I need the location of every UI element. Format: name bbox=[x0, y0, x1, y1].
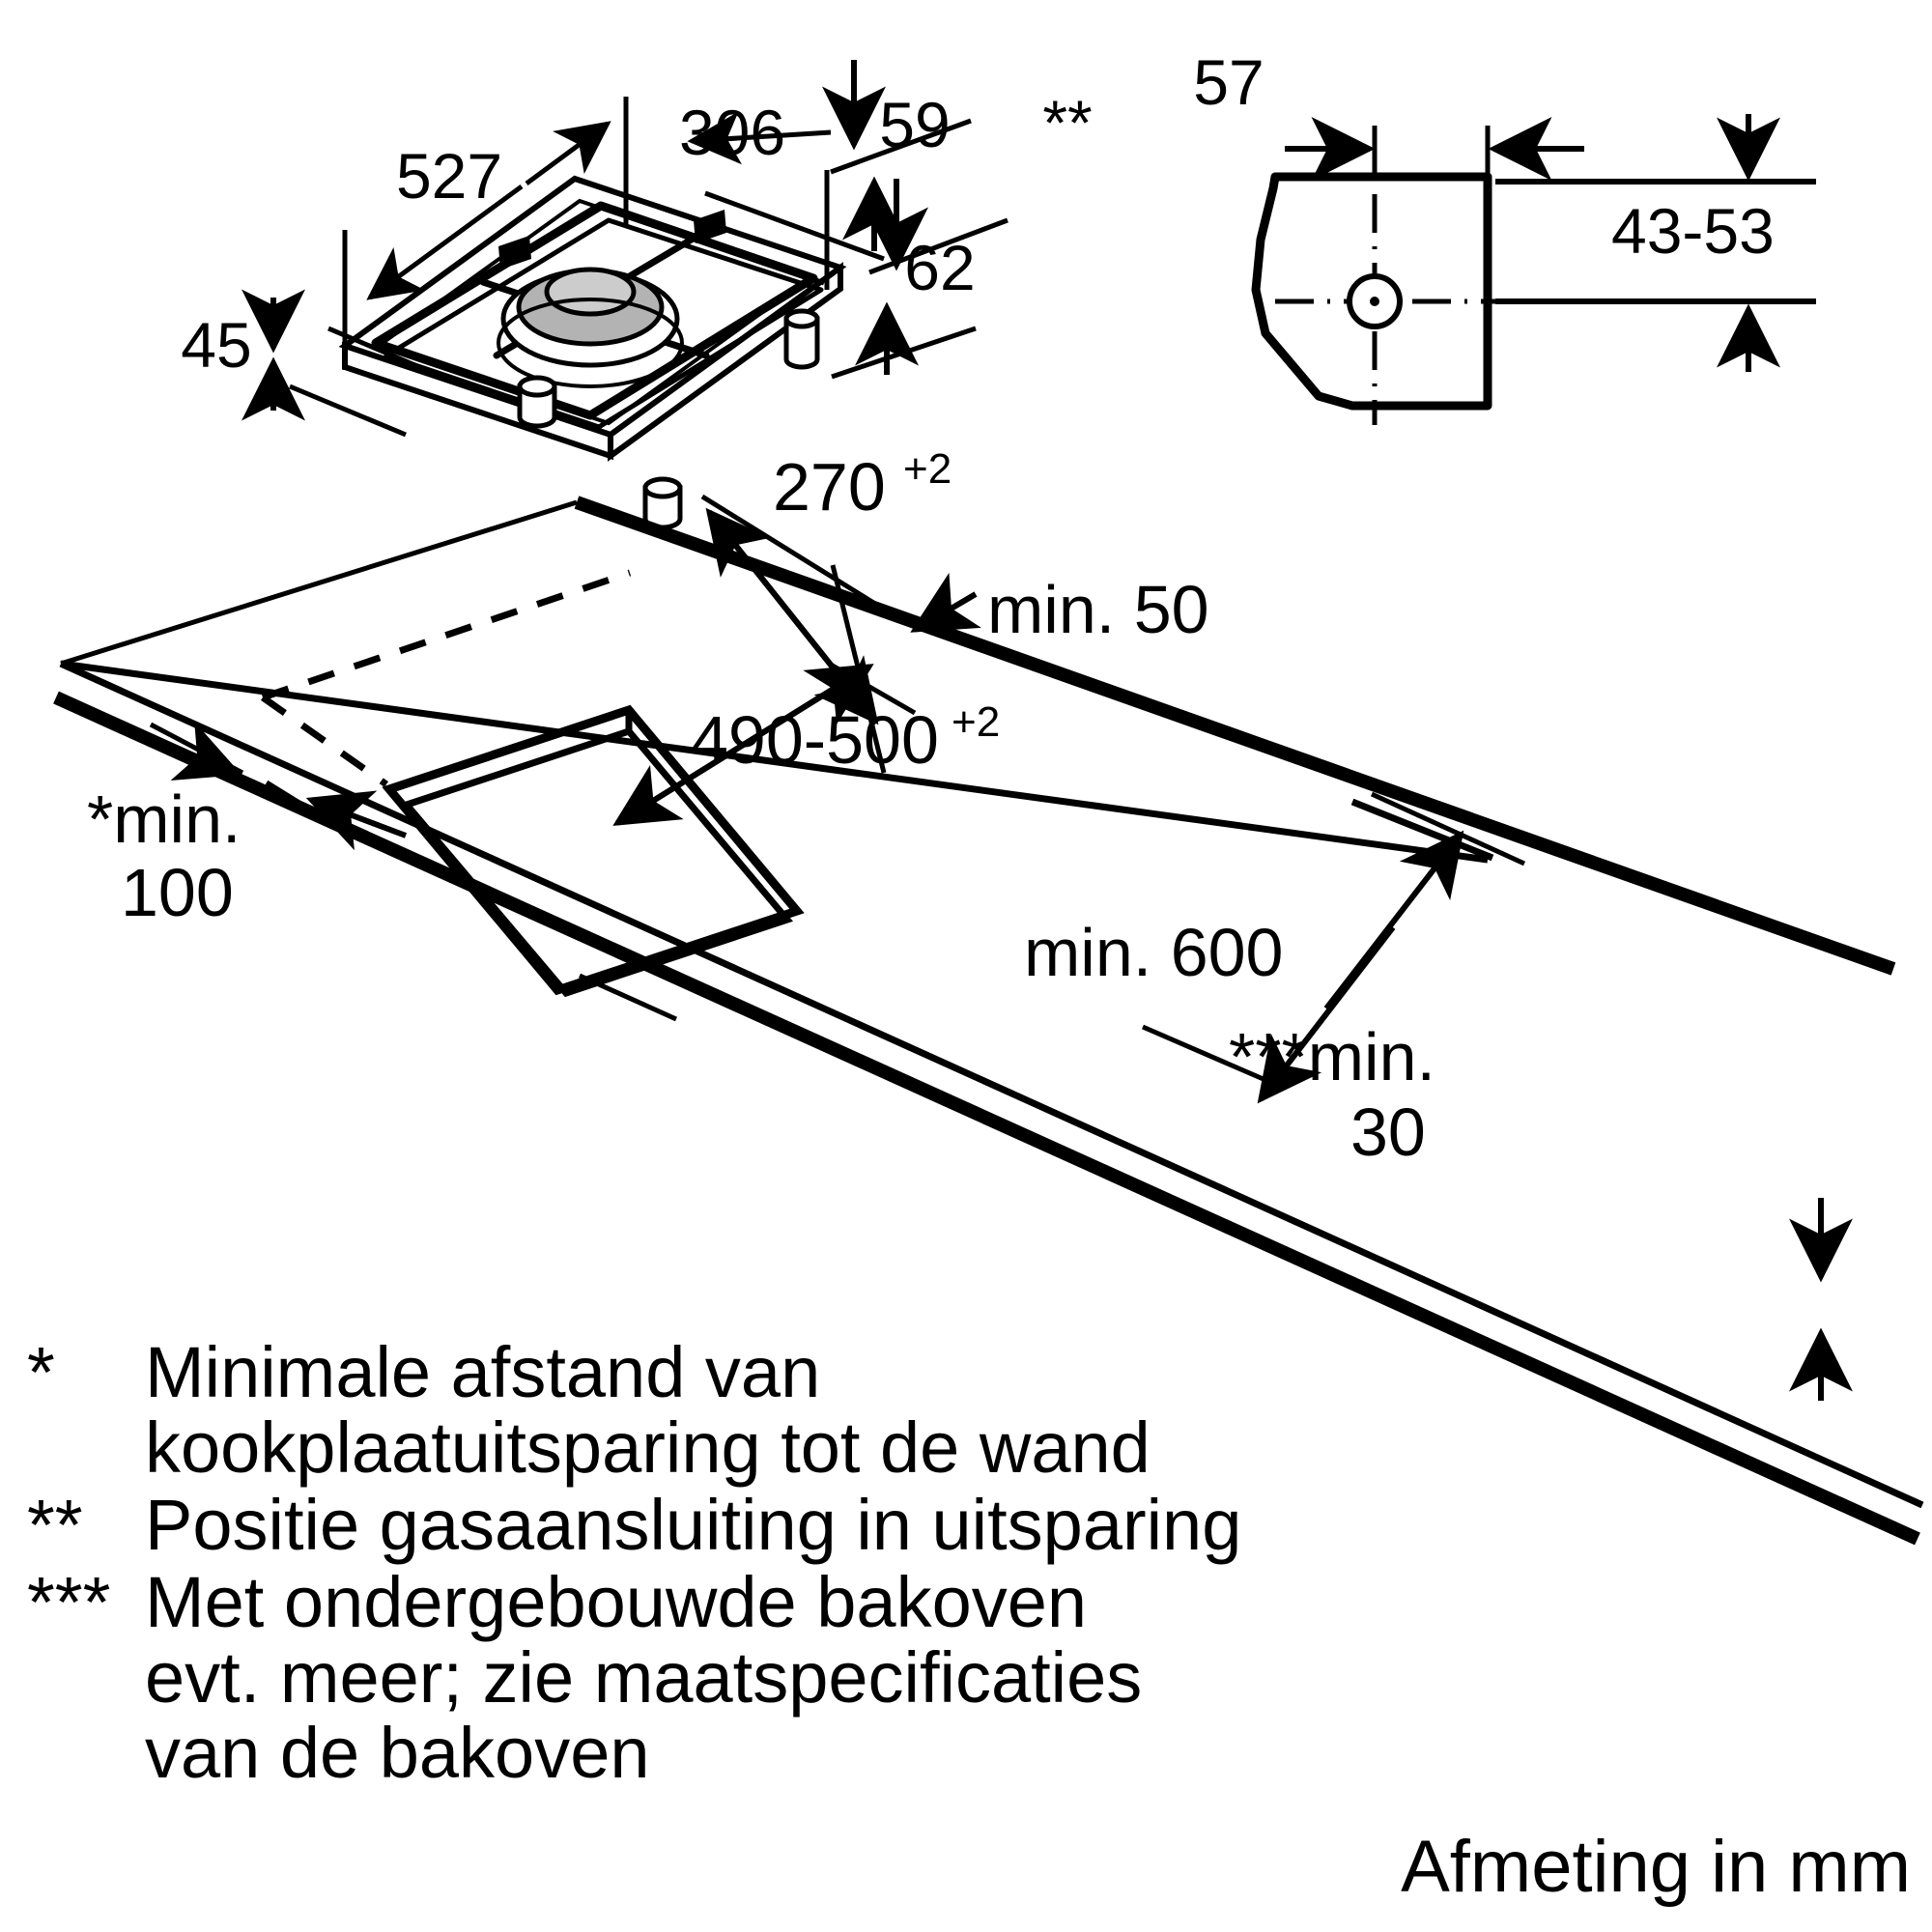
dim-min-600-arrow-up bbox=[1323, 830, 1464, 1010]
dim-min-600-arrow-down bbox=[1257, 925, 1396, 1104]
legend-line-3-3: van de bakoven bbox=[145, 1713, 650, 1793]
legend-line-2-1: Positie gasaansluiting in uitsparing bbox=[145, 1485, 1242, 1565]
dim-490-500 bbox=[578, 662, 917, 1022]
stud-gas-pipe-cap bbox=[783, 308, 820, 329]
dim-62 bbox=[824, 170, 1009, 380]
dim-label-min-30-group: ***min. 30 bbox=[1229, 1019, 1435, 1170]
hidden-line-a bbox=[261, 569, 632, 701]
dim-min-50-leader bbox=[910, 572, 981, 633]
units-note: Afmeting in mm bbox=[1401, 1826, 1911, 1908]
grate-tab-left bbox=[498, 236, 531, 270]
stud-gas-pipe bbox=[783, 316, 820, 370]
stud-front-left-cap bbox=[517, 375, 557, 398]
dim-label-490-500-group: 490-500 +2 bbox=[691, 698, 1000, 778]
legend-line-3-1: Met ondergebouwde bakoven bbox=[145, 1562, 1088, 1642]
dim-label-min-30-line2: 30 bbox=[1350, 1094, 1426, 1170]
grate-tab-right bbox=[694, 210, 726, 243]
dim-43-53 bbox=[1495, 114, 1816, 372]
dim-527-arrow-down bbox=[366, 184, 524, 300]
dim-527 bbox=[342, 97, 629, 370]
dim-label-min-50: min. 50 bbox=[987, 572, 1209, 647]
gas-hole-centre-dot bbox=[1370, 297, 1379, 306]
detail-marker-asterisks: ** bbox=[1042, 87, 1092, 158]
dim-45-ext-a bbox=[327, 326, 418, 369]
dim-label-62: 62 bbox=[904, 232, 975, 303]
dim-306 bbox=[634, 111, 885, 286]
dim-min-600 bbox=[1142, 791, 1526, 1104]
cutout-outer-rect bbox=[382, 704, 805, 996]
dim-490-500-arrow-down bbox=[612, 664, 871, 826]
dim-label-min-100-line1: *min. bbox=[87, 781, 241, 857]
dim-490-500-ext-b bbox=[578, 973, 678, 1022]
grate-tabs bbox=[498, 210, 726, 270]
dim-label-59: 59 bbox=[879, 89, 950, 160]
dim-59-ext bbox=[830, 118, 972, 175]
worktop-right-top-edge bbox=[1350, 798, 1494, 862]
legend-block: * Minimale afstand van kookplaatuitspari… bbox=[27, 1335, 1244, 1791]
hob-isometric-view: 527 306 59 62 bbox=[181, 60, 1009, 530]
dim-label-270-tolerance: +2 bbox=[903, 445, 952, 493]
hidden-construction-lines bbox=[260, 569, 632, 787]
dim-min-600-ext-a bbox=[1370, 791, 1526, 867]
burner-cap bbox=[544, 267, 637, 317]
dim-62-ext-b bbox=[868, 217, 1009, 275]
dim-45-ext-b bbox=[289, 384, 407, 438]
dim-label-57: 57 bbox=[1193, 46, 1264, 118]
dim-45 bbox=[242, 289, 418, 438]
legend-text-3: Met ondergebouwde bakoven evt. meer; zie… bbox=[145, 1565, 1142, 1791]
legend-item-1: * Minimale afstand van kookplaatuitspari… bbox=[27, 1335, 1244, 1486]
dim-min-100-arrow-right bbox=[151, 721, 242, 781]
dim-label-45: 45 bbox=[181, 309, 251, 381]
dim-306-leader-a bbox=[634, 214, 825, 286]
dim-min-100-arrow-left bbox=[305, 790, 408, 851]
cutout-inner-rect bbox=[400, 726, 794, 998]
dim-527-arrow-up bbox=[525, 121, 611, 186]
dim-min-50 bbox=[910, 572, 981, 633]
gas-connection-detail-view: 57 ** 43-53 bbox=[1042, 46, 1816, 425]
legend-text-1: Minimale afstand van kookplaatuitsparing… bbox=[145, 1335, 1151, 1486]
legend-marker-1: * bbox=[27, 1332, 55, 1412]
legend-text-2: Positie gasaansluiting in uitsparing bbox=[145, 1488, 1241, 1563]
dim-306-leader-b bbox=[704, 190, 885, 262]
dim-62-ext-c bbox=[831, 326, 977, 380]
burner-outer-ring bbox=[497, 298, 684, 388]
dim-label-min-100-line2: 100 bbox=[121, 855, 234, 930]
dim-label-min-600: min. 600 bbox=[1024, 915, 1283, 990]
dim-label-min-100-group: *min. 100 bbox=[87, 781, 241, 930]
legend-line-3-2: evt. meer; zie maatspecificaties bbox=[145, 1637, 1143, 1718]
hob-mounting-studs bbox=[517, 308, 820, 530]
dim-label-270-group: 270 +2 bbox=[773, 445, 952, 525]
worktop-cutout-view: 270 +2 min. 50 490-500 +2 bbox=[53, 445, 1924, 1546]
cutout-opening bbox=[382, 704, 805, 998]
legend-line-1-2: kookplaatuitsparing tot de wand bbox=[145, 1407, 1151, 1488]
legend-item-3: *** Met ondergebouwde bakoven evt. meer;… bbox=[27, 1565, 1244, 1791]
dim-label-43-53: 43-53 bbox=[1611, 195, 1775, 267]
dim-57 bbox=[1285, 117, 1584, 181]
legend-marker-2: ** bbox=[27, 1485, 83, 1565]
legend-marker-3: *** bbox=[27, 1562, 111, 1642]
dim-label-527: 527 bbox=[396, 140, 502, 212]
stud-front-right-cap bbox=[642, 476, 683, 499]
legend-line-1-1: Minimale afstand van bbox=[145, 1332, 821, 1412]
dim-min-600-ext-b bbox=[1142, 1024, 1266, 1083]
dim-label-min-30-line1: ***min. bbox=[1229, 1019, 1435, 1094]
dim-label-490-500-tolerance: +2 bbox=[952, 698, 1000, 746]
hidden-line-b bbox=[260, 695, 389, 787]
worktop-back-edge-thick bbox=[574, 496, 1896, 976]
dim-min-100 bbox=[149, 721, 408, 851]
burner-assembly bbox=[497, 267, 684, 388]
worktop-back-edge-left bbox=[60, 499, 578, 667]
dim-label-490-500: 490-500 bbox=[691, 702, 939, 778]
dim-label-270: 270 bbox=[773, 449, 886, 525]
dim-306-arrow-left bbox=[687, 111, 832, 165]
legend-item-2: ** Positie gasaansluiting in uitsparing bbox=[27, 1488, 1244, 1563]
worktop-front-edge-a bbox=[60, 660, 1489, 864]
dim-label-306: 306 bbox=[679, 97, 785, 168]
